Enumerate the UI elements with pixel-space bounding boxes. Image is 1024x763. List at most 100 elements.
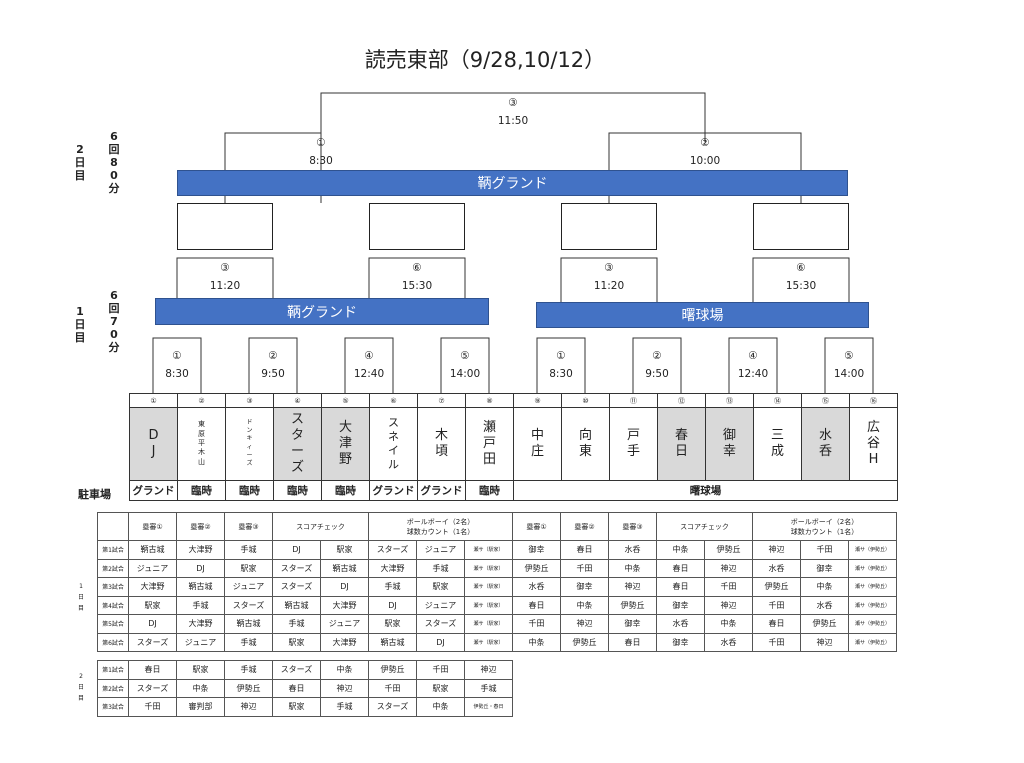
day2-quarter-label: ③ 11:20 xyxy=(559,259,659,295)
duty-cell: 伊勢丘 xyxy=(800,614,849,634)
team-cell: スネイル xyxy=(369,407,418,481)
duty-cell: 鞆古城 xyxy=(176,577,225,597)
duty-cell: 神辺 xyxy=(800,632,849,652)
row-label: 第3試合 xyxy=(97,697,129,717)
duty-cell: DJ xyxy=(416,632,465,652)
duty-cell: 瀬サ（伊勢丘） xyxy=(848,558,897,578)
duty-header: 塁審② xyxy=(176,512,225,541)
team-name: 東原平木山 xyxy=(198,420,205,466)
result-box xyxy=(369,203,465,250)
duty-cell: 千田 xyxy=(368,678,417,698)
duty-cell: 瀬サ（駅家） xyxy=(464,558,513,578)
row-label: 第4試合 xyxy=(97,595,129,615)
duty-cell: 中条 xyxy=(512,632,561,652)
duty-cell: 瀬サ（伊勢丘） xyxy=(848,540,897,560)
team-number: ⑪ xyxy=(609,393,658,408)
duty-cell: スターズ xyxy=(272,660,321,680)
duty-cell: 伊勢丘 xyxy=(512,558,561,578)
row-label: 第6試合 xyxy=(97,632,129,652)
team-cell: ドンキィーズ xyxy=(225,407,274,481)
duty-cell: 千田 xyxy=(416,660,465,680)
match-number: ③ xyxy=(604,262,614,274)
team-cell: 広谷H xyxy=(849,407,898,481)
duty-cell: 千田 xyxy=(752,632,801,652)
duty-header: 塁審③ xyxy=(224,512,273,541)
duty-cell: 手城 xyxy=(176,595,225,615)
duty-header: 塁審① xyxy=(128,512,177,541)
duty-cell: 審判部 xyxy=(176,697,225,717)
day2-semi-label: ① 8:30 xyxy=(271,134,371,170)
duty-cell: 御幸 xyxy=(512,540,561,560)
duty-cell: 手城 xyxy=(464,678,513,698)
duty-cell: 中条 xyxy=(320,660,369,680)
duty-cell: DJ xyxy=(176,558,225,578)
match-number: ③ xyxy=(220,262,230,274)
duty-cell: 千田 xyxy=(752,595,801,615)
team-name: 大津野 xyxy=(339,419,353,468)
team-cell: 水呑 xyxy=(801,407,850,481)
duty-cell: 大津野 xyxy=(128,577,177,597)
day2-semi-label: ② 10:00 xyxy=(655,134,755,170)
duty-cell: 瀬サ（駅家） xyxy=(464,614,513,634)
duty-cell: 手城 xyxy=(224,632,273,652)
team-number: ⑥ xyxy=(369,393,418,408)
team-number: ⑨ xyxy=(513,393,562,408)
row-label: 第2試合 xyxy=(97,558,129,578)
duty-cell: 瀬サ（駅家） xyxy=(464,540,513,560)
parking-cell: 臨時 xyxy=(225,480,274,501)
team-number: ⑭ xyxy=(753,393,802,408)
duty-cell: ジュニア xyxy=(224,577,273,597)
duty-cell: 手城 xyxy=(272,614,321,634)
duty-cell: 春日 xyxy=(512,595,561,615)
team-name: 広谷H xyxy=(867,419,881,468)
duty-cell: 伊勢丘・春日 xyxy=(464,697,513,717)
duty-cell: 中条 xyxy=(608,558,657,578)
day1-duty-table: 塁審① 塁審② 塁審③ スコアチェック ボールボーイ（2名）球数カウント（1名）… xyxy=(97,512,897,652)
duty-cell: 伊勢丘 xyxy=(752,577,801,597)
duty-header: ボールボーイ（2名）球数カウント（1名） xyxy=(752,512,897,541)
parking-cell-akebono: 曙球場 xyxy=(513,480,898,501)
duty-cell: ジュニア xyxy=(320,614,369,634)
duty-cell: 御幸 xyxy=(608,614,657,634)
duty-cell: ジュニア xyxy=(416,595,465,615)
team-cell: 三成 xyxy=(753,407,802,481)
duty-cell: 駅家 xyxy=(368,614,417,634)
match-number: ⑥ xyxy=(796,262,806,274)
team-number: ④ xyxy=(273,393,322,408)
team-cell: 木頃 xyxy=(417,407,466,481)
match-number: ⑥ xyxy=(412,262,422,274)
duty-cell: DJ xyxy=(368,595,417,615)
team-cell: 春日 xyxy=(657,407,706,481)
team-number: ⑯ xyxy=(849,393,898,408)
row-label: 第1試合 xyxy=(97,660,129,680)
corner-cell xyxy=(97,512,129,541)
duty-cell: 瀬サ（駅家） xyxy=(464,595,513,615)
duty-cell: 駅家 xyxy=(176,660,225,680)
parking-cell: 臨時 xyxy=(273,480,322,501)
team-number: ② xyxy=(177,393,226,408)
duty-cell: スターズ xyxy=(128,632,177,652)
day2-quarter-label: ⑥ 15:30 xyxy=(751,259,851,295)
duty-cell: 伊勢丘 xyxy=(704,540,753,560)
duty-cell: 神辺 xyxy=(704,558,753,578)
duty-cell: 瀬サ（駅家） xyxy=(464,577,513,597)
duty-cell: 手城 xyxy=(224,660,273,680)
parking-cell: グランド xyxy=(369,480,418,501)
duty-cell: 水呑 xyxy=(800,595,849,615)
duty-cell: 水呑 xyxy=(656,614,705,634)
duty-cell: 中条 xyxy=(560,595,609,615)
team-number: ⑧ xyxy=(465,393,514,408)
row-label: 第5試合 xyxy=(97,614,129,634)
duty-cell: 千田 xyxy=(128,697,177,717)
duty-cell: 神辺 xyxy=(320,678,369,698)
duty-cell: 春日 xyxy=(656,558,705,578)
page-title: 読売東部（9/28,10/12） xyxy=(364,48,606,72)
